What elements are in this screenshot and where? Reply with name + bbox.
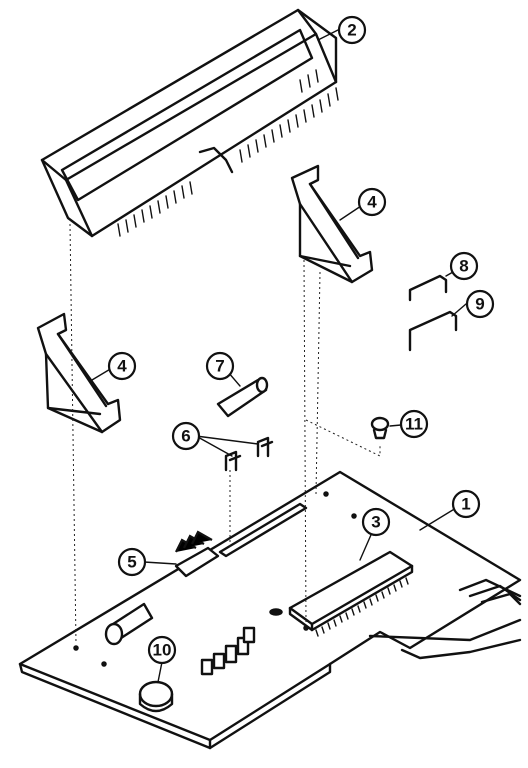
crystal-component <box>216 376 269 418</box>
connector <box>174 530 220 578</box>
callout-2: 2 <box>337 15 367 45</box>
callout-1: 1 <box>451 489 481 519</box>
callout-7: 7 <box>205 351 235 381</box>
callout-label-9: 9 <box>475 295 484 314</box>
bracket-left <box>36 312 122 434</box>
callout-3: 3 <box>361 507 391 537</box>
callout-9: 9 <box>465 289 495 319</box>
callout-label-8: 8 <box>459 257 468 276</box>
callout-label-11: 11 <box>405 415 423 434</box>
callout-11: 11 <box>399 409 429 439</box>
callout-8: 8 <box>449 251 479 281</box>
display-module <box>40 8 339 238</box>
callout-5: 5 <box>117 547 147 577</box>
assembly-lines <box>69 223 381 667</box>
callout-6: 6 <box>171 421 201 451</box>
callout-10: 10 <box>147 635 177 665</box>
buzzer <box>138 680 174 713</box>
bracket-right <box>290 164 374 284</box>
screw <box>370 416 390 440</box>
callout-label-5: 5 <box>127 553 136 572</box>
callout-label-4-left: 4 <box>117 357 127 376</box>
callout-label-1: 1 <box>461 495 470 514</box>
circuit-board <box>18 470 522 750</box>
callout-label-7: 7 <box>215 357 224 376</box>
small-components <box>200 608 283 676</box>
callout-label-10: 10 <box>153 641 172 660</box>
callout-4-right: 4 <box>357 187 387 217</box>
callout-label-6: 6 <box>181 427 190 446</box>
display-pins <box>117 69 339 237</box>
callout-4-left: 4 <box>107 351 137 381</box>
ic-chip <box>288 550 414 637</box>
electrolytic-capacitor <box>104 602 154 646</box>
callout-label-2: 2 <box>347 21 356 40</box>
callout-label-4-right: 4 <box>367 193 377 212</box>
callout-label-3: 3 <box>371 513 380 532</box>
wire-jumpers <box>408 274 458 352</box>
clips <box>224 436 274 472</box>
